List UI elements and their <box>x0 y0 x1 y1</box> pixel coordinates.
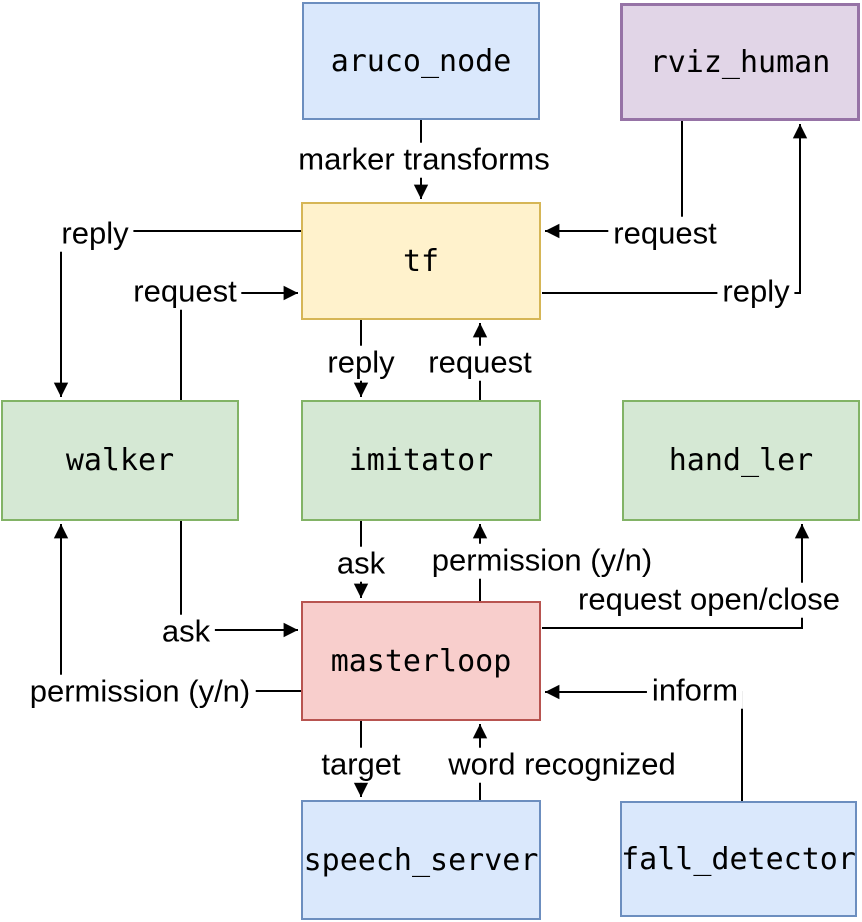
node-masterloop: masterloop <box>301 601 541 721</box>
node-hand-ler: hand_ler <box>622 400 860 521</box>
edge-label-request-walker-to-tf: request <box>128 274 242 310</box>
edge-label-reply-tf-to-imitator: reply <box>322 345 400 381</box>
edge-tf-to-rviz-human-arrow <box>542 123 808 294</box>
node-walker: walker <box>1 400 239 521</box>
edge-label-permission-to-walker: permission (y/n) <box>24 674 256 710</box>
edge-label-reply-tf-to-rviz: reply <box>717 274 795 310</box>
edge-label-inform: inform <box>646 673 744 709</box>
edge-masterloop-to-hand-ler-arrow <box>542 524 810 629</box>
node-tf: tf <box>301 202 541 320</box>
edge-label-request-rviz-to-tf: request <box>608 216 722 252</box>
edge-label-marker-transforms: marker transforms <box>293 142 555 178</box>
edge-label-ask-imitator-to-masterloop: ask <box>331 546 391 582</box>
node-imitator: imitator <box>301 400 541 521</box>
node-aruco-node: aruco_node <box>302 2 540 120</box>
edge-label-permission-to-imitator: permission (y/n) <box>426 543 658 579</box>
node-speech-server: speech_server <box>301 800 541 920</box>
edge-rviz-human-to-tf-arrow <box>545 121 683 239</box>
edge-label-request-imitator-to-tf: request <box>423 345 537 381</box>
edge-label-ask-walker-to-masterloop: ask <box>156 614 216 650</box>
edge-label-request-open-close: request open/close <box>573 582 845 618</box>
edge-label-reply-tf-to-walker: reply <box>56 216 134 252</box>
node-rviz-human: rviz_human <box>620 3 860 121</box>
node-fall-detector: fall_detector <box>620 801 857 917</box>
edge-label-word-recognized: word recognized <box>443 747 681 783</box>
edge-label-target: target <box>316 747 406 783</box>
